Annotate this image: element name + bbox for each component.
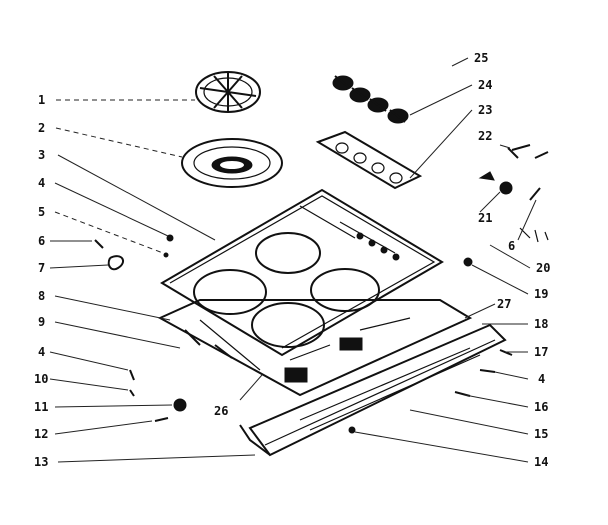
callout-14: 14 xyxy=(534,455,548,469)
callout-4-a: 4 xyxy=(38,176,45,190)
callout-6-a: 6 xyxy=(38,234,45,248)
burner-grate xyxy=(195,71,261,113)
control-panel xyxy=(315,130,423,190)
callout-2: 2 xyxy=(38,121,45,135)
callout-24: 24 xyxy=(478,78,492,92)
callout-6-b: 6 xyxy=(508,239,515,253)
leader-lines xyxy=(49,57,537,463)
callout-7: 7 xyxy=(38,261,45,275)
callout-12: 12 xyxy=(34,427,48,441)
callout-13: 13 xyxy=(34,455,48,469)
callout-27: 27 xyxy=(497,297,511,311)
callout-19: 19 xyxy=(534,287,548,301)
burner-box xyxy=(157,299,473,397)
burner-cap xyxy=(181,138,283,188)
cooktop-panel xyxy=(160,188,444,357)
callout-1: 1 xyxy=(38,93,45,107)
callout-11: 11 xyxy=(34,400,48,414)
callout-20: 20 xyxy=(536,261,550,275)
callout-4-c: 4 xyxy=(538,372,545,386)
callout-4-b: 4 xyxy=(38,345,45,359)
callout-25: 25 xyxy=(474,51,488,65)
small-hardware xyxy=(348,144,549,434)
control-knobs xyxy=(332,75,409,124)
callout-10: 10 xyxy=(34,372,48,386)
callout-9: 9 xyxy=(38,315,45,329)
callout-22: 22 xyxy=(478,129,492,143)
callout-3: 3 xyxy=(38,148,45,162)
left-hardware xyxy=(94,234,187,422)
callout-15: 15 xyxy=(534,427,548,441)
callout-21: 21 xyxy=(478,211,492,225)
callout-5: 5 xyxy=(38,205,45,219)
callout-18: 18 xyxy=(534,317,548,331)
front-trim xyxy=(239,323,507,457)
callout-8: 8 xyxy=(38,289,45,303)
callout-labels: 1 2 3 4 5 6 7 8 9 4 10 11 12 13 14 15 16… xyxy=(34,51,550,469)
callout-17: 17 xyxy=(534,345,548,359)
callout-23: 23 xyxy=(478,103,492,117)
callout-16: 16 xyxy=(534,400,548,414)
callout-26: 26 xyxy=(214,404,228,418)
